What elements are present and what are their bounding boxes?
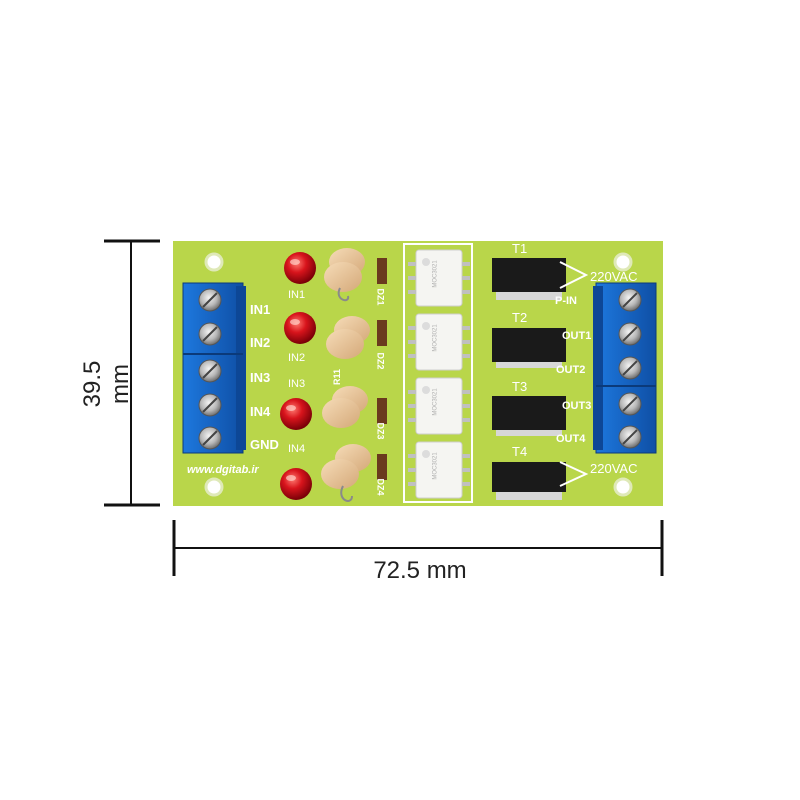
- terminal-label-out1: OUT1: [562, 330, 592, 342]
- zener-label-dz4: DZ4: [375, 478, 386, 496]
- triac-label-t3: T3: [512, 379, 528, 394]
- optocoupler-marking-3: MOC3021: [432, 388, 439, 416]
- optocoupler-marking-1: MOC3021: [432, 260, 439, 288]
- optocouplers: [408, 249, 470, 499]
- terminal-label-out4: OUT4: [556, 433, 586, 445]
- terminal-label-out2: OUT2: [556, 364, 586, 376]
- leds: [280, 252, 316, 500]
- terminal-label-in2: IN2: [250, 335, 271, 350]
- mounting-hole: [204, 252, 224, 272]
- zener-label-dz2: DZ2: [375, 352, 386, 370]
- width-label: 72.5 mm: [373, 557, 467, 584]
- triacs: [492, 258, 566, 500]
- zener-diodes: [377, 258, 387, 480]
- terminal-label-gnd: GND: [250, 437, 279, 452]
- triac-label-t4: T4: [512, 444, 528, 459]
- optocoupler-marking-4: MOC3021: [432, 452, 439, 480]
- led-label-in1: IN1: [288, 289, 306, 301]
- zener-label-dz3: DZ3: [375, 422, 386, 440]
- voltage-label-top: 220VAC: [590, 269, 638, 284]
- isolation-outline: [403, 243, 473, 503]
- website-label: www.dgitab.ir: [187, 464, 259, 476]
- triac-label-t1: T1: [512, 241, 528, 256]
- led-label-in4: IN4: [288, 443, 306, 455]
- led-label-in2: IN2: [288, 352, 306, 364]
- terminal-label-in3: IN3: [250, 370, 271, 385]
- optocoupler-marking-2: MOC3021: [432, 324, 439, 352]
- terminal-label-out3: OUT3: [562, 400, 592, 412]
- terminal-label-in1: IN1: [250, 302, 271, 317]
- terminal-label-in4: IN4: [250, 404, 271, 419]
- zener-label-dz1: DZ1: [375, 288, 386, 306]
- voltage-label-bottom: 220VAC: [590, 461, 638, 476]
- resistors: [321, 248, 371, 502]
- terminal-label-p-in: P-IN: [555, 295, 577, 307]
- left-terminal-block: [182, 282, 246, 454]
- mounting-hole: [613, 252, 633, 272]
- right-terminal-block: [593, 282, 657, 454]
- silkscreen-arrows: [559, 261, 589, 487]
- led-label-in3: IN3: [288, 378, 306, 390]
- triac-label-t2: T2: [512, 310, 528, 325]
- resistor-label: R11: [332, 368, 343, 386]
- mounting-hole: [204, 477, 224, 497]
- mounting-hole: [613, 477, 633, 497]
